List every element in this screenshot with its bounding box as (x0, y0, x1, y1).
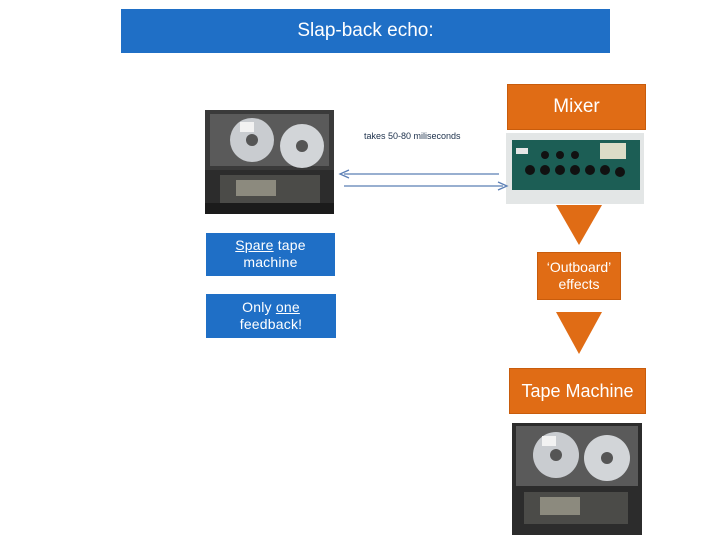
spare-tape-machine-box: Spare tape machine (206, 233, 335, 276)
one-feedback-box: Only one feedback! (206, 294, 336, 338)
mixer-image (506, 133, 644, 204)
delay-arrows (338, 169, 509, 191)
one-underlined: one (275, 299, 300, 315)
spare-underlined: Spare (235, 237, 274, 253)
down-arrow-1 (556, 205, 602, 245)
tape-machine-image (512, 423, 642, 535)
delay-note: takes 50-80 miliseconds (364, 131, 461, 141)
spare-rest: tape (273, 237, 306, 253)
outboard-effects-box: ‘Outboard’ effects (537, 252, 621, 300)
one-prefix: Only (242, 299, 276, 315)
outboard-line2: effects (558, 276, 600, 292)
down-arrow-2 (556, 312, 602, 354)
outboard-line1: ‘Outboard’ (546, 259, 612, 275)
mixer-label-box: Mixer (507, 84, 646, 130)
spare-line2: machine (243, 254, 298, 270)
tape-machine-label-box: Tape Machine (509, 368, 646, 414)
spare-tape-machine-image (205, 110, 334, 214)
slide-title: Slap-back echo: (121, 9, 610, 53)
one-line2: feedback! (239, 316, 303, 332)
